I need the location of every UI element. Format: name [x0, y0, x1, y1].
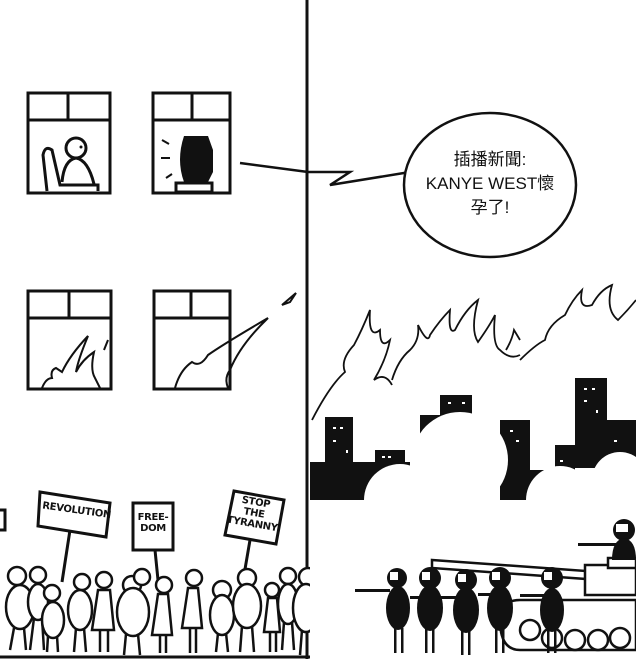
speech-tail: [239, 161, 411, 187]
visors: [390, 524, 628, 582]
bubble-line-1: 插播新聞:: [453, 150, 527, 169]
speech-bubble[interactable]: [402, 111, 578, 259]
bubble-line-2: KANYE WEST懷: [425, 174, 555, 193]
window-fire-2: [152, 289, 297, 391]
bubble-line-3: 孕了!: [470, 198, 510, 217]
person-eye: [79, 145, 83, 149]
sign-edge: [0, 508, 7, 532]
sign-freedom-label: FREE- DOM: [133, 512, 173, 534]
sign-revolution: [36, 490, 112, 583]
flames: [311, 283, 636, 421]
window-fire-1: [26, 289, 113, 391]
tank: [430, 556, 636, 652]
sign-freedom-line-2: DOM: [140, 523, 166, 534]
lit-windows: [333, 388, 617, 462]
sign-freedom-line-1: FREE-: [137, 512, 169, 523]
tv-icon: [180, 136, 213, 182]
protest-crowd: [4, 565, 321, 656]
window-tv: [151, 91, 232, 195]
sign-freedom: [131, 501, 175, 581]
window-person: [26, 91, 112, 195]
speech-bubble-text: 插播新聞: KANYE WEST懷 孕了!: [400, 148, 580, 220]
